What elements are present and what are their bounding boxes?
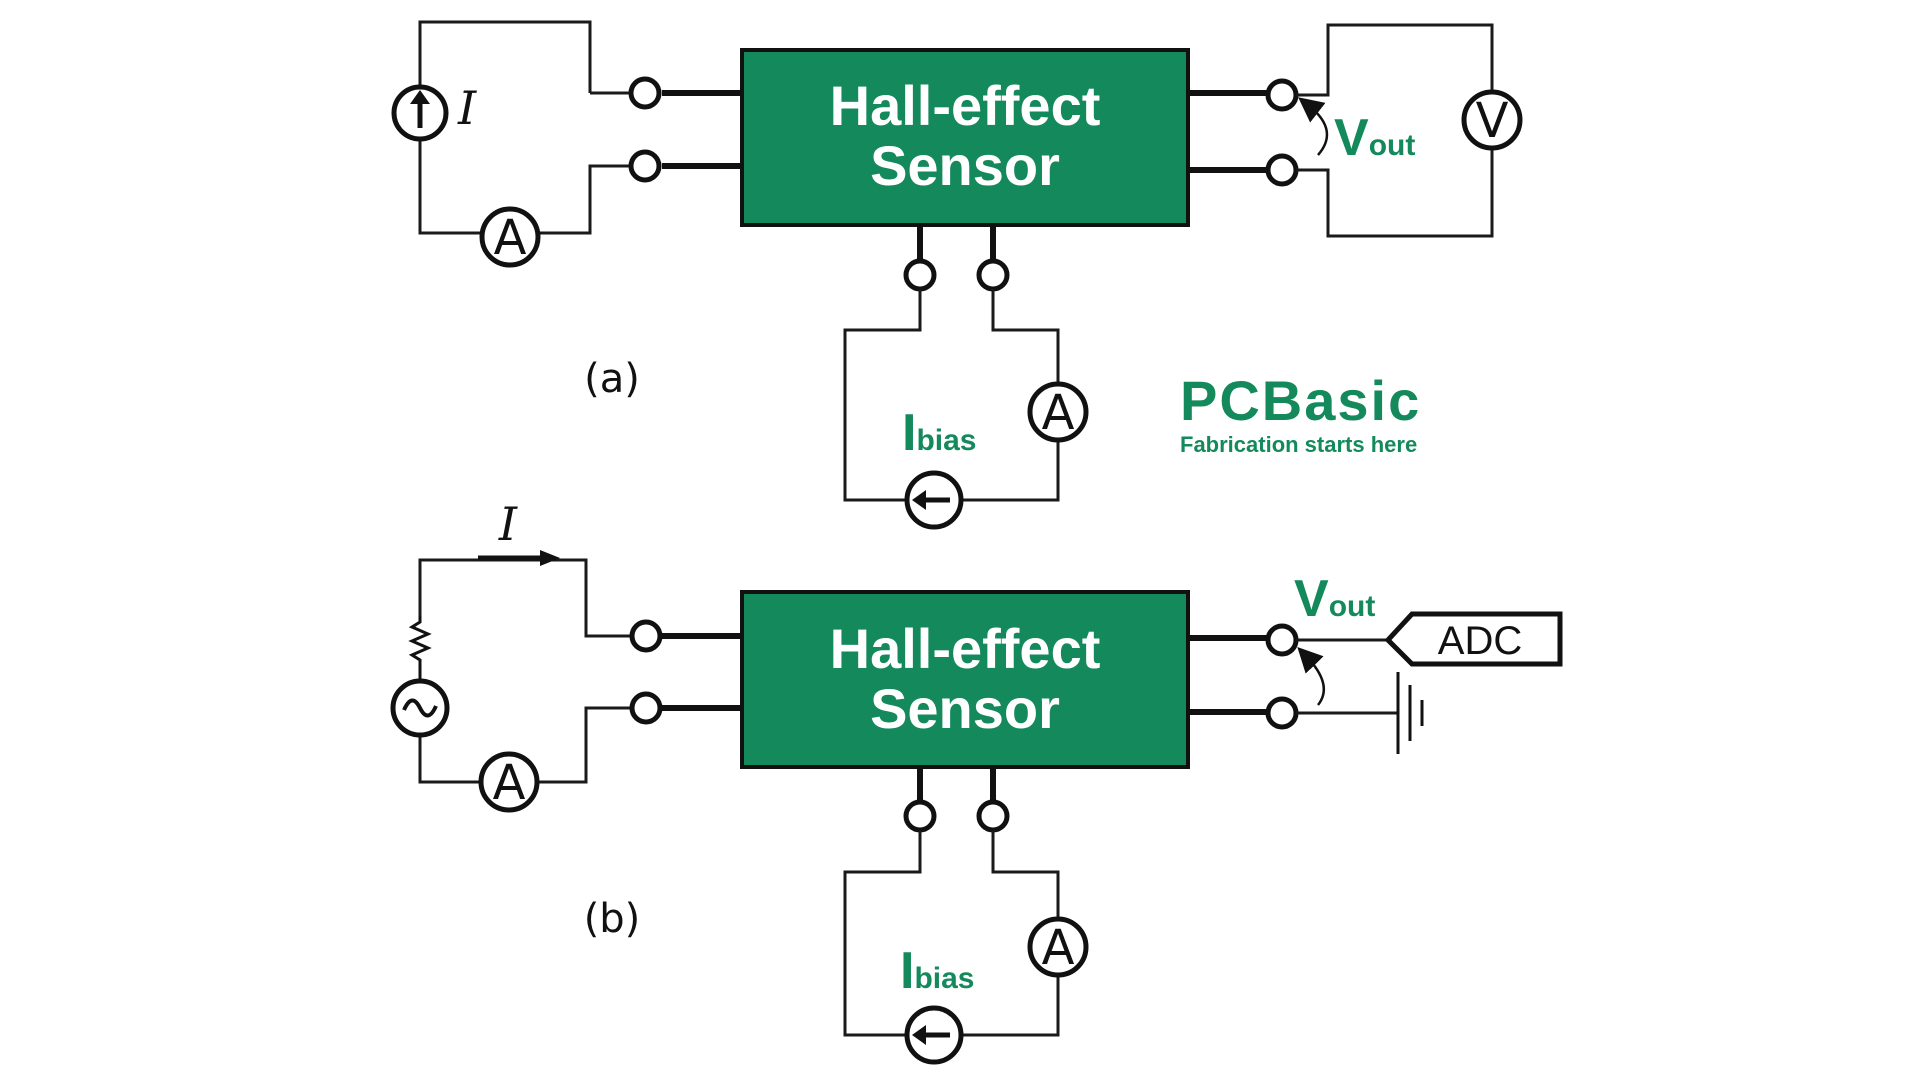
bias-ammeter-b: A bbox=[1027, 916, 1089, 978]
terminal-b-3 bbox=[1265, 623, 1299, 657]
ibias-sub: bias bbox=[916, 424, 976, 457]
terminal-a-4 bbox=[1265, 153, 1299, 187]
terminal-a-1 bbox=[628, 76, 662, 110]
circuit-a: I A Hall-effect Sensor V Vout bbox=[391, 20, 1523, 530]
ibias-label-b: Ibias bbox=[900, 942, 974, 1000]
terminal-b-4 bbox=[1265, 696, 1299, 730]
terminal-a-3 bbox=[1265, 78, 1299, 112]
ibias-main: I bbox=[902, 404, 916, 462]
sensor-title-line2-b: Sensor bbox=[870, 677, 1060, 740]
ground-icon bbox=[1396, 672, 1424, 754]
vout-main-b: V bbox=[1294, 570, 1329, 628]
circuit-b: I A Hall-effect Sensor ADC bbox=[390, 497, 1563, 1065]
bias-ammeter-label: A bbox=[1042, 385, 1075, 441]
ibias-label-a: Ibias bbox=[902, 404, 976, 462]
vout-label-a: Vout bbox=[1334, 109, 1415, 167]
adc-block: ADC bbox=[1384, 611, 1563, 667]
voltmeter-label: V bbox=[1476, 93, 1509, 149]
ammeter-label-b: A bbox=[493, 755, 526, 811]
bias-loop-wire-b bbox=[843, 830, 1060, 1037]
terminal-a-2 bbox=[628, 149, 662, 183]
sensor-box-b bbox=[740, 590, 1190, 769]
current-source-arrow-icon bbox=[391, 84, 449, 142]
logo-tagline: Fabrication starts here bbox=[1180, 432, 1417, 457]
resistor-icon bbox=[408, 616, 432, 680]
terminal-b-5 bbox=[903, 799, 937, 833]
input-loop-wire-b bbox=[418, 558, 640, 784]
ibias-sub-b: bias bbox=[914, 962, 974, 995]
ammeter-b-input: A bbox=[478, 751, 540, 813]
ammeter-label: A bbox=[494, 210, 527, 266]
vout-sub: out bbox=[1369, 129, 1416, 162]
caption-b: (b) bbox=[584, 896, 641, 942]
vout-arrow-b bbox=[1297, 647, 1326, 706]
vout-sub-b: out bbox=[1329, 590, 1376, 623]
vout-label-b: Vout bbox=[1294, 570, 1375, 628]
ibias-main-b: I bbox=[900, 942, 914, 1000]
sensor-title-line1-b: Hall-effect bbox=[830, 617, 1101, 680]
sensor-title-line2: Sensor bbox=[870, 134, 1060, 197]
bias-current-source-b bbox=[904, 1005, 964, 1065]
adc-label: ADC bbox=[1438, 619, 1522, 663]
voltmeter-a: V bbox=[1461, 89, 1523, 151]
terminal-b-1 bbox=[629, 619, 663, 653]
output-loop-wire-a bbox=[1296, 23, 1494, 238]
terminal-a-6 bbox=[976, 258, 1010, 292]
terminal-b-6 bbox=[976, 799, 1010, 833]
bias-loop-wire-a bbox=[843, 289, 1060, 502]
vout-arrow-a bbox=[1298, 97, 1329, 156]
bias-ammeter-label-b: A bbox=[1042, 920, 1075, 976]
terminal-b-2 bbox=[629, 691, 663, 725]
ac-source-icon bbox=[390, 678, 450, 738]
bias-current-source-a bbox=[904, 470, 964, 530]
logo-brand: PCBasic bbox=[1180, 369, 1421, 432]
current-label: I bbox=[457, 81, 477, 135]
sensor-title-line1: Hall-effect bbox=[830, 74, 1101, 137]
current-label-b: I bbox=[498, 497, 518, 551]
vout-main: V bbox=[1334, 109, 1369, 167]
terminal-a-5 bbox=[903, 258, 937, 292]
input-loop-wire-a bbox=[418, 20, 640, 235]
ammeter-a-input: A bbox=[479, 206, 541, 268]
pcbasic-logo: PCBasic Fabrication starts here bbox=[1180, 369, 1421, 457]
bias-ammeter-a: A bbox=[1027, 381, 1089, 443]
sensor-box-a bbox=[740, 48, 1190, 227]
caption-a: (a) bbox=[584, 356, 640, 402]
